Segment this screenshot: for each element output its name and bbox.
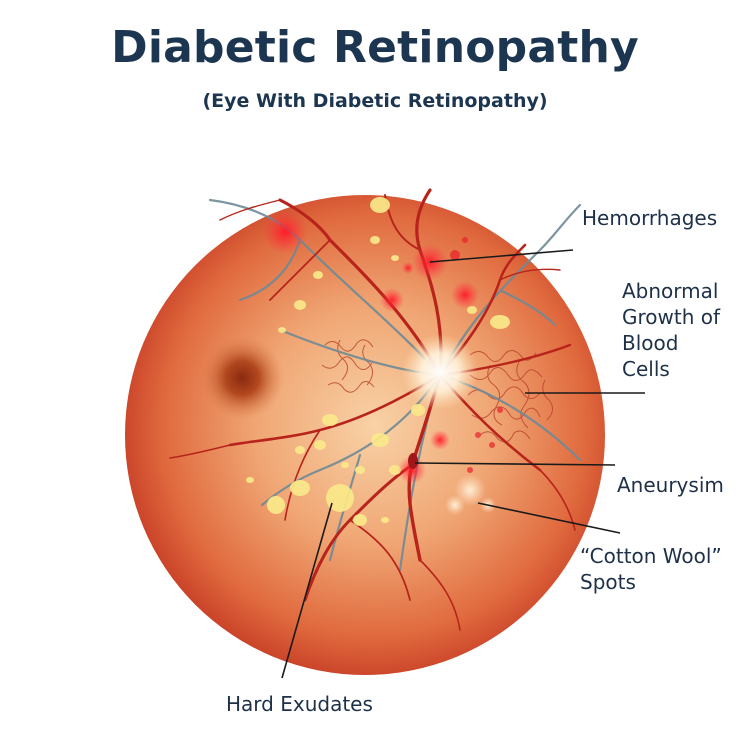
label-cotton-wool-line: “Cotton Wool” xyxy=(580,544,722,568)
retina-disc xyxy=(125,195,605,675)
hard-exudates xyxy=(246,197,510,526)
label-hemorrhages: Hemorrhages xyxy=(582,206,718,230)
macula xyxy=(200,336,284,420)
label-abnormal-growth-line: Cells xyxy=(622,357,670,381)
cotton-wool-spots xyxy=(445,474,496,515)
label-abnormal-growth-line: Blood xyxy=(622,331,679,355)
label-cotton-wool-spots: “Cotton Wool” Spots xyxy=(580,543,722,595)
aneurysm xyxy=(408,453,418,469)
page-title: Diabetic Retinopathy xyxy=(111,22,639,73)
label-abnormal-growth-line: Growth of xyxy=(622,305,721,329)
label-hard-exudates: Hard Exudates xyxy=(226,692,373,716)
label-abnormal-growth-line: Abnormal xyxy=(622,279,719,303)
callout-lines xyxy=(281,249,645,679)
label-abnormal-growth: Abnormal Growth of Blood Cells xyxy=(622,278,720,382)
label-cotton-wool-line: Spots xyxy=(580,570,636,594)
optic-disc xyxy=(402,334,478,410)
page-subtitle: (Eye With Diabetic Retinopathy) xyxy=(202,90,548,112)
label-aneurysim: Aneurysim xyxy=(617,473,724,497)
